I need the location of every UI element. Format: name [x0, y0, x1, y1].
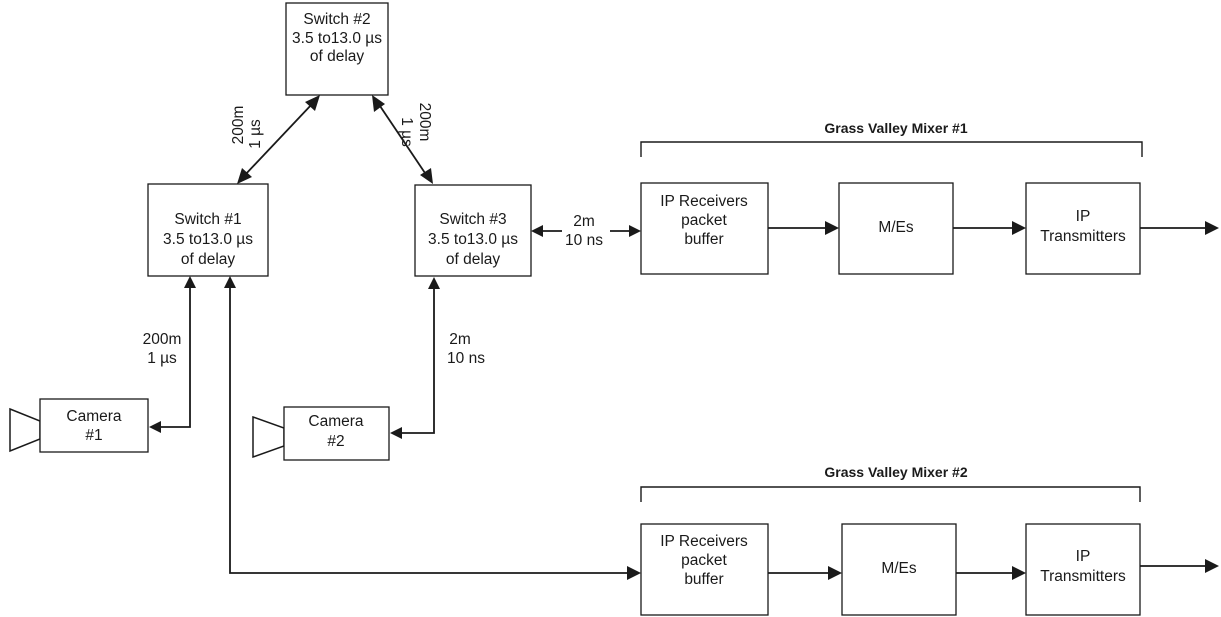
- mixer-1-bracket: [640, 141, 1143, 157]
- switch-1: Switch #1 3.5 to13.0 µs of delay: [147, 183, 269, 277]
- arrowhead-icon: [1205, 221, 1219, 235]
- switch-3-name: Switch #3: [439, 211, 506, 228]
- switch-1-delay-suffix: of delay: [181, 251, 236, 268]
- link-camera2-switch3: 2m 10 ns: [390, 277, 485, 439]
- link-switch2-switch3: 200m 1 µs: [372, 95, 433, 184]
- switch-1-delay: 3.5 to13.0 µs: [163, 231, 253, 248]
- link-switch2-switch3-delay: 1 µs: [398, 117, 415, 147]
- mixer-1-receivers-line2: packet: [681, 212, 727, 229]
- mixer-1-receivers-line3: buffer: [684, 231, 723, 248]
- camera-2: Camera #2: [252, 406, 390, 461]
- mixer-1-receivers-line1: IP Receivers: [660, 193, 748, 210]
- mixer-1-mes-label: M/Es: [878, 219, 914, 236]
- arrowhead-icon: [825, 221, 839, 235]
- arrowhead-icon: [305, 95, 320, 111]
- mixer-2: Grass Valley Mixer #2 IP Receivers packe…: [640, 464, 1141, 616]
- link-camera2-switch3-delay: 10 ns: [447, 350, 485, 367]
- arrowhead-icon: [224, 276, 236, 288]
- mixer-1-flow: [768, 221, 1219, 235]
- mixer-2-transmitters-line2: Transmitters: [1040, 568, 1126, 585]
- mixer-1-title: Grass Valley Mixer #1: [824, 120, 967, 136]
- switch-1-name: Switch #1: [174, 211, 241, 228]
- link-switch1-switch2: 200m 1 µs: [230, 95, 320, 184]
- link-switch3-mixer1-distance: 2m: [573, 213, 595, 230]
- switch-2-name: Switch #2: [303, 11, 370, 28]
- arrowhead-icon: [149, 421, 161, 433]
- arrowhead-icon: [1012, 221, 1026, 235]
- switch-3: Switch #3 3.5 to13.0 µs of delay: [414, 184, 532, 277]
- camera-1-number: #1: [85, 427, 102, 444]
- arrowhead-icon: [420, 168, 433, 184]
- camera-2-number: #2: [327, 433, 344, 450]
- arrowhead-icon: [629, 225, 641, 237]
- link-camera1-switch1-delay: 1 µs: [147, 350, 177, 367]
- arrowhead-icon: [1012, 566, 1026, 580]
- mixer-1-mes: M/Es: [838, 182, 954, 275]
- switch-2: Switch #2 3.5 to13.0 µs of delay: [285, 2, 389, 96]
- switch-3-delay: 3.5 to13.0 µs: [428, 231, 518, 248]
- arrowhead-icon: [627, 566, 641, 580]
- mixer-1-ip-receivers: IP Receivers packet buffer: [640, 182, 769, 275]
- mixer-2-receivers-line3: buffer: [684, 571, 723, 588]
- link-camera2-switch3-distance: 2m: [449, 331, 471, 348]
- link-camera1-switch1-distance: 200m: [143, 331, 182, 348]
- link-switch3-mixer1: 2m 10 ns: [531, 213, 641, 249]
- link-switch1-mixer2: [224, 276, 641, 580]
- link-switch3-mixer1-delay: 10 ns: [565, 232, 603, 249]
- switch-3-delay-suffix: of delay: [446, 251, 501, 268]
- arrowhead-icon: [428, 277, 440, 289]
- arrowhead-icon: [828, 566, 842, 580]
- arrowhead-icon: [1205, 559, 1219, 573]
- mixer-1-transmitters-line1: IP: [1076, 208, 1091, 225]
- link-switch1-switch2-delay: 1 µs: [247, 119, 264, 149]
- mixer-2-mes: M/Es: [841, 523, 957, 616]
- mixer-2-mes-label: M/Es: [881, 560, 917, 577]
- mixer-2-ip-receivers: IP Receivers packet buffer: [640, 523, 769, 616]
- switch-2-delay: 3.5 to13.0 µs: [292, 30, 382, 47]
- arrowhead-icon: [390, 427, 402, 439]
- mixer-1: Grass Valley Mixer #1 IP Receivers packe…: [640, 120, 1143, 275]
- arrowhead-icon: [237, 168, 252, 184]
- camera-1: Camera #1: [9, 398, 149, 453]
- mixer-2-receivers-line1: IP Receivers: [660, 533, 748, 550]
- switch-2-delay-suffix: of delay: [310, 48, 365, 65]
- camera-2-label: Camera: [308, 413, 364, 430]
- mixer-2-title: Grass Valley Mixer #2: [824, 464, 967, 480]
- mixer-2-ip-transmitters: IP Transmitters: [1025, 523, 1141, 616]
- link-switch2-switch3-distance: 200m: [416, 103, 433, 142]
- link-camera1-switch1: 200m 1 µs: [143, 276, 196, 433]
- camera-2-lens-icon: [252, 415, 285, 459]
- mixer-1-transmitters-line2: Transmitters: [1040, 228, 1126, 245]
- mixer-2-receivers-line2: packet: [681, 552, 727, 569]
- arrowhead-icon: [184, 276, 196, 288]
- mixer-1-ip-transmitters: IP Transmitters: [1025, 182, 1141, 275]
- camera-1-label: Camera: [66, 408, 122, 425]
- mixer-2-flow: [768, 559, 1219, 580]
- camera-1-lens-icon: [9, 407, 41, 453]
- mixer-2-bracket: [640, 486, 1141, 502]
- arrowhead-icon: [531, 225, 543, 237]
- arrowhead-icon: [372, 95, 385, 112]
- link-switch1-switch2-distance: 200m: [230, 106, 247, 145]
- mixer-2-transmitters-line1: IP: [1076, 548, 1091, 565]
